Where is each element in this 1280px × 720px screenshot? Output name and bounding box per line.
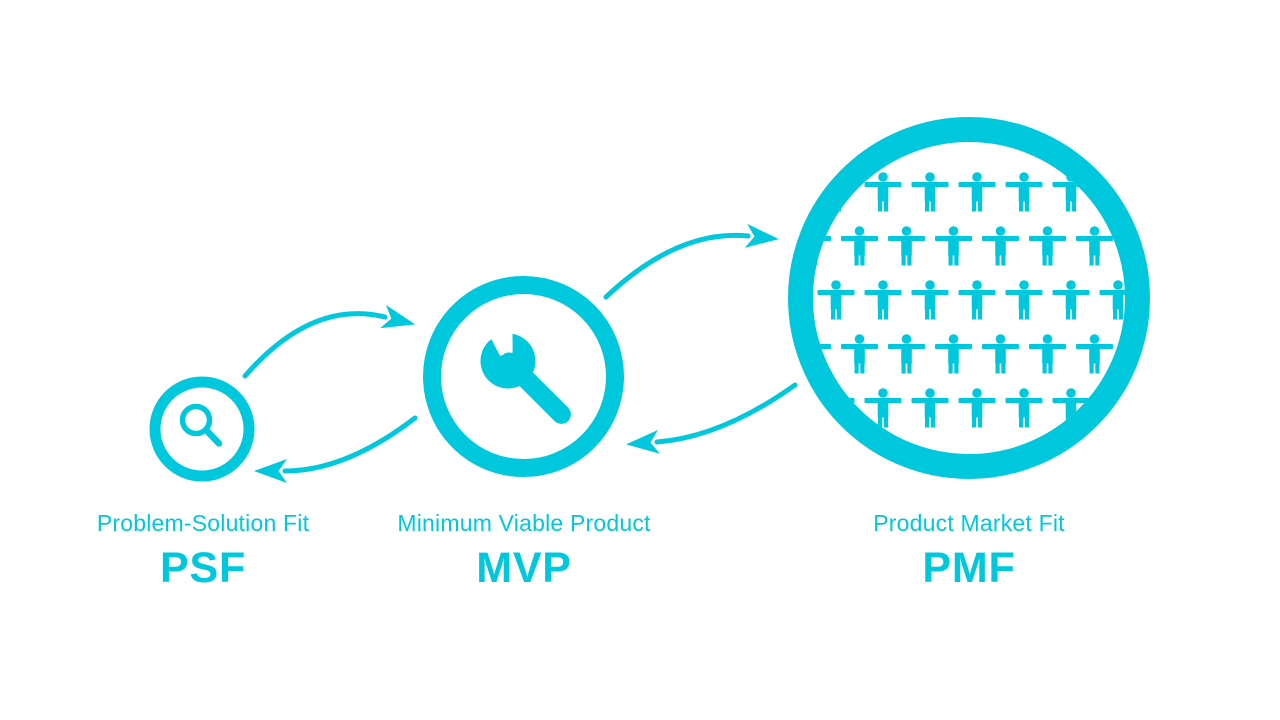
mvp-node [423,276,624,477]
person-icon [911,280,949,320]
mvp-label: Minimum Viable Product [397,510,651,536]
psf-label: Problem-Solution Fit [96,510,310,536]
person-icon [1029,334,1066,374]
person-icon [1052,280,1090,320]
person-icon [1076,226,1113,266]
person-icon [1076,334,1113,374]
person-icon [888,226,925,266]
person-icon [911,388,949,428]
person-icon [1147,172,1184,211]
person-icon [841,334,878,374]
person-icon [935,334,972,374]
person-icon [911,172,949,212]
arrow-mvp-to-psf [254,415,418,483]
person-icon [817,280,855,320]
magnifier-icon [179,403,223,447]
person-icon [958,388,996,428]
person-icon [1147,280,1184,319]
pmf-acronym: PMF [922,544,1016,592]
mvp-acronym: MVP [476,544,572,592]
person-icon [864,172,902,212]
psf-node [149,376,255,482]
person-icon [1029,226,1066,266]
arrow-pmf-to-mvp [626,382,798,454]
person-icon [841,226,878,266]
pmf-node [747,117,1184,479]
person-icon [888,334,925,374]
person-icon [771,388,808,427]
person-icon [935,226,972,266]
wrench-icon [480,312,571,424]
person-icon [864,280,902,320]
pmf-ring [788,117,1150,479]
person-icon [982,334,1019,374]
person-icon [747,226,784,265]
person-icon [1005,280,1043,320]
person-icon [1005,172,1043,212]
person-icon [771,172,808,211]
person-icon [982,226,1019,266]
arrow-mvp-to-pmf [603,223,779,300]
person-icon [1005,388,1043,428]
person-icon [958,172,996,212]
psf-ring [149,376,255,482]
mvp-ring [423,276,624,477]
person-icon [1147,388,1184,427]
arrow-psf-to-mvp [242,304,416,379]
person-icon [958,280,996,320]
person-icon [747,334,784,373]
pmf-label: Product Market Fit [873,510,1065,536]
psf-acronym: PSF [159,544,247,592]
